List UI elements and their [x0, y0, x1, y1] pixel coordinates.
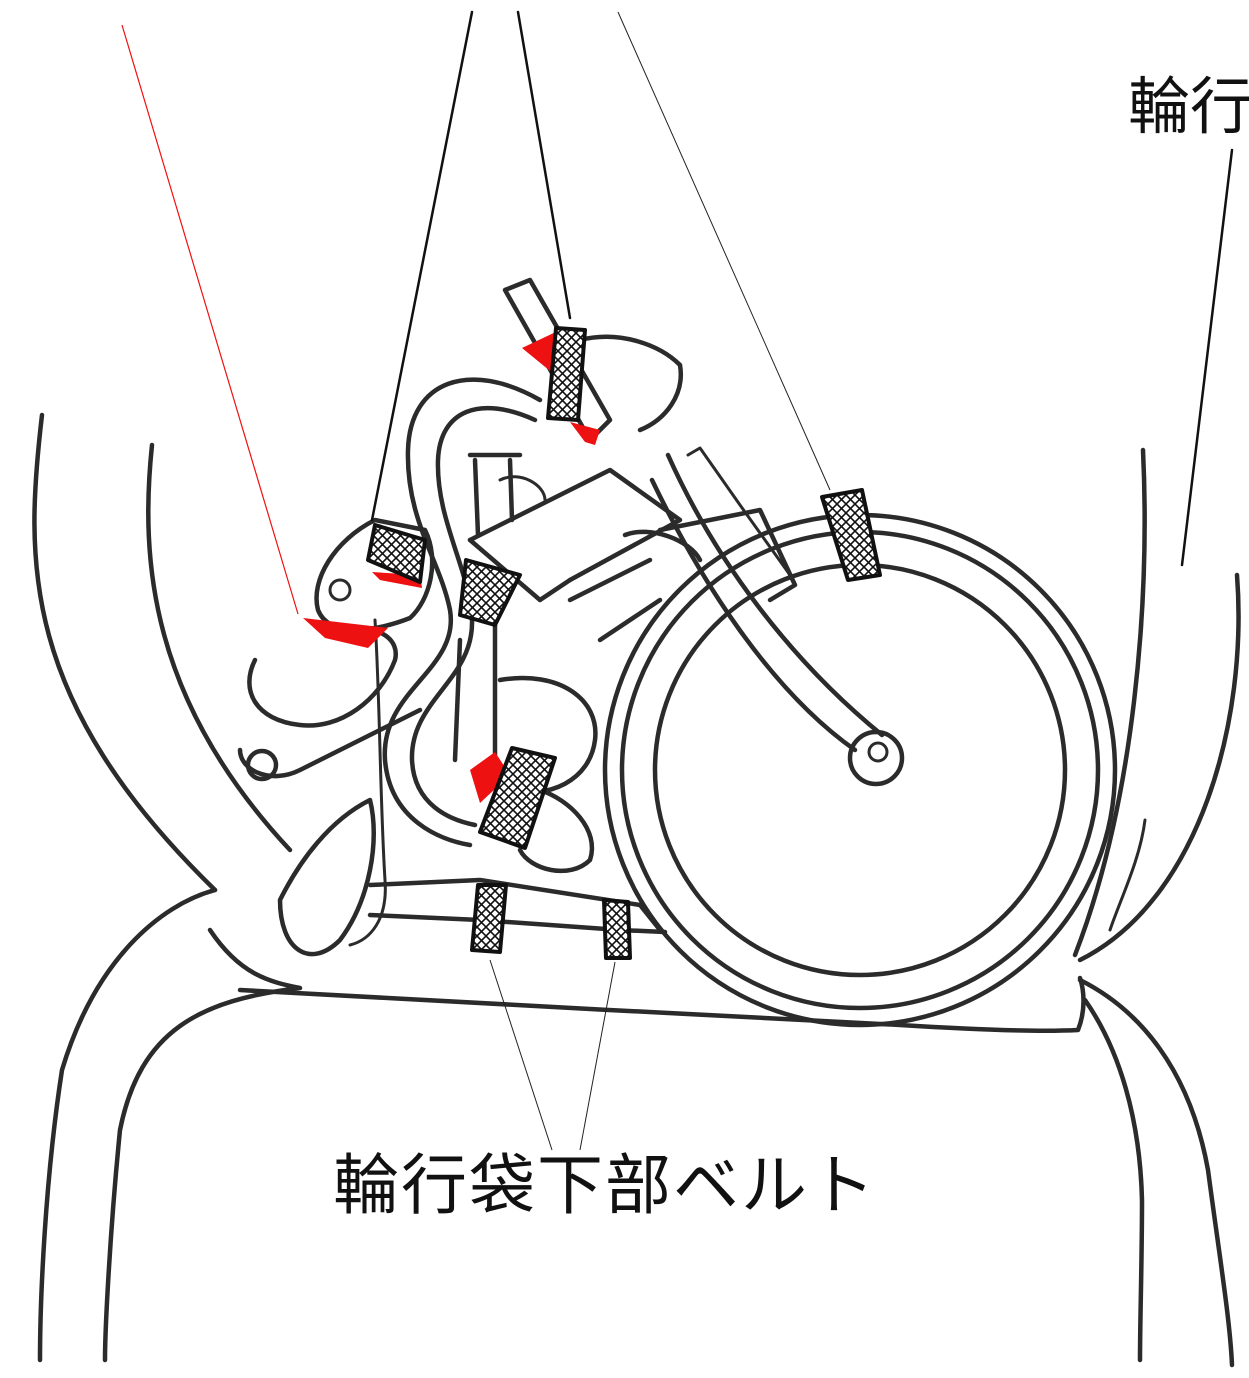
bag-bottom-right-inner: [1082, 997, 1145, 1363]
rear-fender: [247, 626, 398, 728]
bag-label: 輪行: [1128, 70, 1249, 143]
strap-crank: [478, 746, 557, 850]
leader-bottom-strap-right: [579, 961, 616, 1151]
wheel-hub-inner: [867, 741, 889, 763]
strap-saddle: [366, 523, 427, 584]
frame-main-tube-bottom: [467, 537, 573, 603]
strap-frame-center: [458, 558, 522, 627]
rear-assembly: [237, 517, 668, 957]
kickstand-bar-top: [367, 877, 663, 933]
red-marker-saddle-left: [303, 618, 388, 648]
bag-floor-seam: [237, 975, 1086, 1034]
bag-right-outer-edge: [1077, 572, 1241, 963]
leader-saddle-strap: [370, 10, 474, 522]
bag-left-outer-edge: [32, 412, 218, 893]
bag-outline: [32, 412, 1241, 1368]
leader-bag-top: [1180, 148, 1234, 567]
bag-right-fold: [1108, 818, 1147, 932]
red-marker-stem-lower: [570, 422, 600, 445]
strap-bottom-right: [602, 898, 632, 960]
seat-post-clamp: [498, 475, 547, 502]
frame-main-tube-top: [467, 467, 683, 583]
leader-wheel-strap: [617, 11, 831, 491]
bag-right-inner-edge: [1072, 447, 1147, 958]
bag-bottom-right-shoulder: [1077, 977, 1235, 1368]
strap-handlebar-top: [546, 326, 587, 422]
wheel-hub-outer: [847, 729, 905, 787]
leader-handlebar-strap: [516, 10, 572, 320]
strap-bottom-left: [470, 883, 508, 954]
red-marker-stem: [522, 330, 560, 375]
strap-wheel-top: [820, 488, 882, 582]
leader-bottom-strap-left: [489, 959, 553, 1151]
bag-bottom-left-inner: [102, 927, 303, 1363]
rear-rack-arm: [237, 707, 423, 779]
bag-bottom-left-shoulder: [37, 887, 218, 1363]
red-markers: [303, 330, 600, 803]
rear-wheel-hub: [245, 748, 279, 782]
fork-brake-arm: [686, 446, 792, 577]
wheel-rim: [652, 562, 1068, 978]
wheel-tire-mid: [619, 529, 1101, 1011]
seat-post: [467, 452, 523, 538]
fork-leg-left: [649, 477, 858, 753]
wheel-tire-outer: [602, 512, 1118, 1028]
front-wheel: [602, 512, 1118, 1028]
handlebar-loop-outer: [382, 377, 543, 848]
handlebar-grip: [577, 334, 684, 433]
rear-strap-loop: [348, 618, 387, 947]
kickstand-bar-bottom: [367, 912, 668, 935]
pedal-left: [277, 797, 376, 957]
leader-lines: [121, 10, 1234, 1151]
fork-brace: [657, 507, 798, 603]
down-tube-left: [452, 637, 463, 763]
bike-frame: [452, 277, 684, 763]
front-fork: [622, 446, 885, 753]
bag-bottom-belt-label: 輪行袋下部ベルト: [333, 1147, 877, 1224]
fork-leg-right: [665, 452, 885, 738]
chainstay: [567, 557, 663, 643]
bag-left-inner-edge: [146, 442, 293, 853]
leader-red-saddle: [121, 24, 299, 615]
red-marker-crank: [470, 752, 510, 803]
velcro-straps: [366, 326, 882, 960]
saddle-bolt: [328, 578, 352, 602]
pedal-right: [517, 787, 595, 874]
fork-crown: [622, 529, 703, 563]
